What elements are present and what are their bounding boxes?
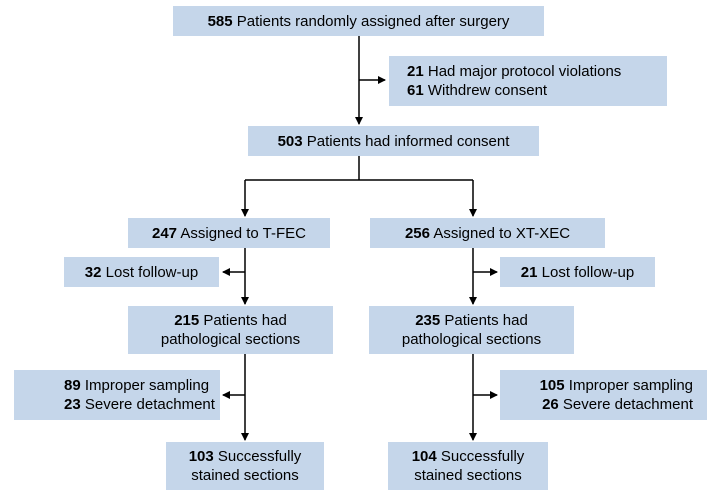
excluded-box: 21 Had major protocol violations 61 With… [389, 56, 667, 106]
consent-box: 503 Patients had informed consent [248, 126, 539, 156]
right-pathology-label-2: pathological sections [401, 331, 542, 348]
randomized-label: Patients randomly assigned after surgery [236, 12, 510, 30]
left-stained-count: 103 [188, 448, 214, 465]
consent-label: Patients had informed consent [306, 132, 510, 150]
left-stained-label-2: stained sections [191, 467, 299, 484]
left-detachment-count: 23 [64, 396, 81, 413]
left-pathology-label-2: pathological sections [160, 331, 301, 348]
right-pathology-count: 235 [415, 312, 441, 329]
right-pathology-box: 235 Patients had pathological sections [369, 306, 574, 354]
right-lost-count: 21 [520, 263, 538, 281]
protocol-violation-label: Had major protocol violations [427, 63, 622, 80]
right-improper-count: 105 [539, 377, 565, 394]
right-excluded-box: 105 Improper sampling 26 Severe detachme… [500, 370, 707, 420]
left-detachment-label: Severe detachment [84, 396, 215, 413]
right-stained-label-1: Successfully [440, 448, 525, 465]
right-lost-label: Lost follow-up [541, 263, 635, 281]
left-excluded-box: 89 Improper sampling 23 Severe detachmen… [14, 370, 220, 420]
left-lost-count: 32 [84, 263, 102, 281]
left-lost-box: 32 Lost follow-up [64, 257, 219, 287]
right-lost-box: 21 Lost follow-up [500, 257, 655, 287]
left-improper-count: 89 [64, 377, 81, 394]
right-arm-assigned-box: 256 Assigned to XT-XEC [370, 218, 605, 248]
consent-count: 503 [277, 132, 303, 150]
right-assigned-count: 256 [404, 224, 430, 242]
right-stained-label-2: stained sections [414, 467, 522, 484]
right-pathology-label-1: Patients had [444, 312, 528, 329]
right-detachment-label: Severe detachment [562, 396, 693, 413]
left-pathology-count: 215 [174, 312, 200, 329]
randomized-count: 585 [207, 12, 233, 30]
right-stained-box: 104 Successfully stained sections [388, 442, 548, 490]
left-assigned-label: Assigned to T-FEC [180, 224, 306, 242]
left-pathology-box: 215 Patients had pathological sections [128, 306, 333, 354]
randomized-box: 585 Patients randomly assigned after sur… [173, 6, 544, 36]
left-lost-label: Lost follow-up [105, 263, 199, 281]
withdrew-label: Withdrew consent [427, 82, 548, 99]
right-stained-count: 104 [411, 448, 437, 465]
protocol-violation-count: 21 [407, 63, 424, 80]
withdrew-count: 61 [407, 82, 424, 99]
right-detachment-count: 26 [542, 396, 559, 413]
left-stained-label-1: Successfully [217, 448, 302, 465]
left-arm-assigned-box: 247 Assigned to T-FEC [128, 218, 330, 248]
right-improper-label: Improper sampling [568, 377, 693, 394]
right-assigned-label: Assigned to XT-XEC [433, 224, 571, 242]
left-assigned-count: 247 [152, 224, 178, 242]
left-stained-box: 103 Successfully stained sections [166, 442, 324, 490]
left-pathology-label-1: Patients had [203, 312, 287, 329]
left-improper-label: Improper sampling [84, 377, 210, 394]
